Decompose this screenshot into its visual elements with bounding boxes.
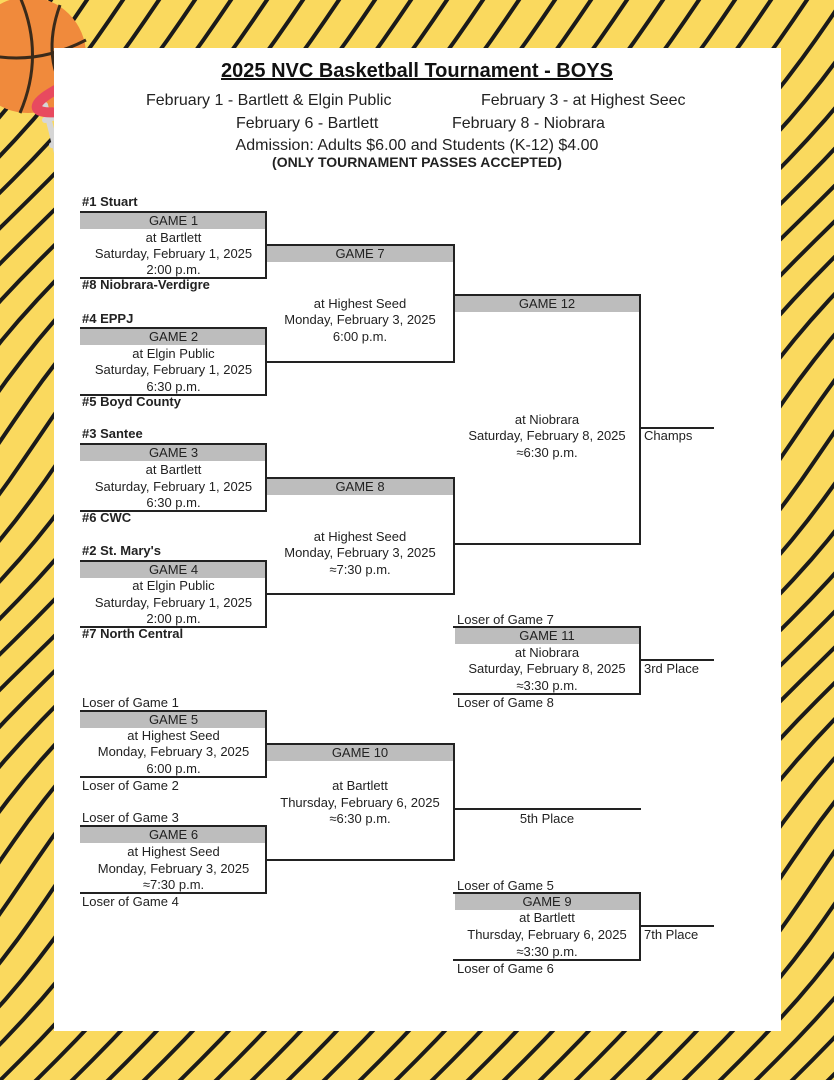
- game-6-bottom-slot: Loser of Game 4: [82, 894, 179, 909]
- game-2-time: 6:30 p.m.: [146, 379, 201, 394]
- schedule-line-2-left: February 6 - Bartlett: [236, 115, 379, 132]
- game-5-time: 6:00 p.m.: [146, 761, 201, 776]
- game-2-location: at Elgin Public: [132, 346, 215, 361]
- game-6-top-slot: Loser of Game 3: [82, 810, 179, 825]
- game-1-time: 2:00 p.m.: [146, 262, 201, 277]
- team-seed-3: #3 Santee: [82, 426, 143, 441]
- game-8-date: Monday, February 3, 2025: [284, 545, 436, 560]
- game-6-date: Monday, February 3, 2025: [97, 861, 250, 876]
- team-seed-5: #5 Boyd County: [82, 394, 181, 409]
- game-6-time: ≈7:30 p.m.: [142, 877, 205, 892]
- game-11-top-slot: Loser of Game 7: [457, 612, 554, 627]
- game-12-location: at Niobrara: [514, 412, 580, 427]
- game-1-date: Saturday, February 1, 2025: [94, 246, 253, 261]
- game-12-label: GAME 12: [455, 296, 639, 312]
- game-9-label: GAME 9: [455, 894, 639, 910]
- seventh-place-label: 7th Place: [644, 927, 699, 942]
- game-5-label: GAME 5: [80, 712, 267, 728]
- schedule-line-1-right: February 3 - at Highest Seec: [481, 92, 686, 109]
- game-4-date: Saturday, February 1, 2025: [94, 595, 253, 610]
- game-1-label: GAME 1: [80, 213, 267, 229]
- game-8-label: GAME 8: [267, 479, 453, 495]
- game-11-date: Saturday, February 8, 2025: [468, 661, 626, 676]
- team-seed-6: #6 CWC: [82, 510, 132, 525]
- game-2-label: GAME 2: [80, 329, 267, 345]
- team-seed-2: #2 St. Mary's: [82, 543, 161, 558]
- team-seed-7: #7 North Central: [82, 626, 184, 641]
- game-7-location: at Highest Seed: [313, 296, 407, 311]
- page-title: 2025 NVC Basketball Tournament - BOYS: [221, 60, 613, 82]
- game-5-top-slot: Loser of Game 1: [82, 695, 179, 710]
- game-9-bottom-slot: Loser of Game 6: [457, 961, 554, 976]
- game-4-location: at Elgin Public: [132, 578, 215, 593]
- game-7-date: Monday, February 3, 2025: [284, 312, 436, 327]
- team-seed-8: #8 Niobrara-Verdigre: [82, 277, 210, 292]
- game-1-location: at Bartlett: [145, 230, 202, 245]
- game-3-location: at Bartlett: [145, 462, 202, 477]
- game-11-label: GAME 11: [455, 628, 639, 644]
- third-place-label: 3rd Place: [644, 661, 699, 676]
- game-3-time: 6:30 p.m.: [146, 495, 201, 510]
- game-10-location: at Bartlett: [332, 778, 388, 793]
- game-9-top-slot: Loser of Game 5: [457, 878, 554, 893]
- game-4-time: 2:00 p.m.: [146, 611, 201, 626]
- game-9-time: ≈3:30 p.m.: [516, 944, 578, 959]
- game-11-bottom-slot: Loser of Game 8: [457, 695, 554, 710]
- schedule-line-1-left: February 1 - Bartlett & Elgin Public: [146, 92, 392, 109]
- game-9-location: at Bartlett: [519, 910, 575, 925]
- game-5-bottom-slot: Loser of Game 2: [82, 778, 179, 793]
- background-stripe: [645, 848, 834, 1080]
- game-10-date: Thursday, February 6, 2025: [280, 795, 440, 810]
- game-3-date: Saturday, February 1, 2025: [94, 479, 253, 494]
- game-2-date: Saturday, February 1, 2025: [94, 362, 253, 377]
- game-7-label: GAME 7: [267, 246, 453, 262]
- game-4-label: GAME 4: [80, 562, 267, 578]
- game-12-time: ≈6:30 p.m.: [516, 445, 578, 460]
- schedule-line-2-right: February 8 - Niobrara: [452, 115, 605, 132]
- team-seed-4: #4 EPPJ: [82, 311, 134, 326]
- game-12-date: Saturday, February 8, 2025: [468, 428, 626, 443]
- game-10-time: ≈6:30 p.m.: [329, 811, 391, 826]
- team-seed-1: #1 Stuart: [82, 194, 138, 209]
- game-8-time: ≈7:30 p.m.: [329, 562, 391, 577]
- fifth-place-label: 5th Place: [519, 811, 575, 826]
- game-8-location: at Highest Seed: [313, 529, 407, 544]
- game-6-location: at Highest Seed: [127, 844, 220, 859]
- game-5-date: Monday, February 3, 2025: [97, 744, 250, 759]
- admission-text: Admission: Adults $6.00 and Students (K-…: [235, 137, 599, 154]
- game-11-location: at Niobrara: [514, 645, 580, 660]
- passes-notice: (ONLY TOURNAMENT PASSES ACCEPTED): [272, 154, 562, 170]
- champs-label: Champs: [644, 428, 693, 443]
- game-10-label: GAME 10: [267, 745, 453, 761]
- game-11-time: ≈3:30 p.m.: [516, 678, 578, 693]
- game-5-location: at Highest Seed: [127, 728, 220, 743]
- game-9-date: Thursday, February 6, 2025: [467, 927, 627, 942]
- game-3-label: GAME 3: [80, 445, 267, 461]
- game-6-label: GAME 6: [80, 827, 267, 843]
- game-7-time: 6:00 p.m.: [332, 329, 388, 344]
